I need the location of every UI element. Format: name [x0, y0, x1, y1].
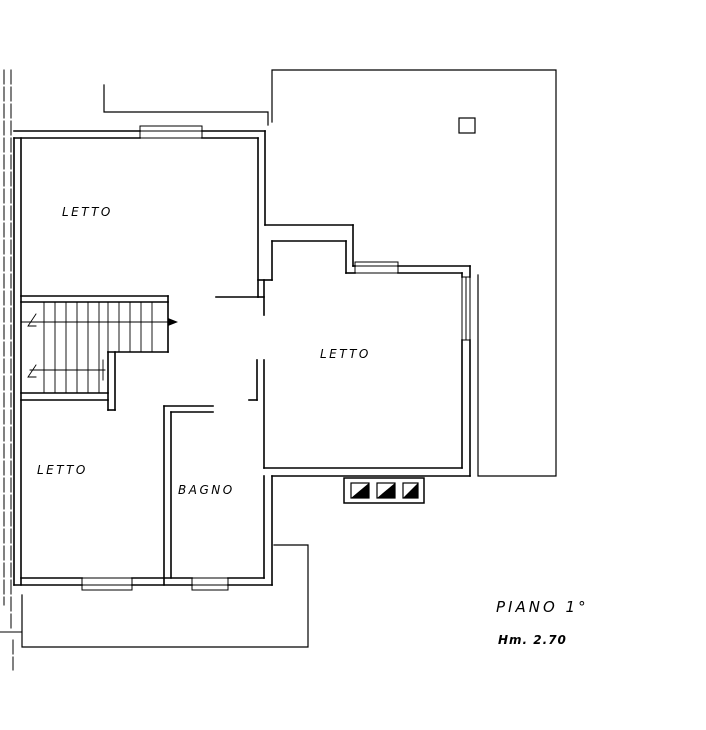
flue-3-icon	[403, 483, 418, 498]
ceiling-height: Hm. 2.70	[498, 633, 567, 647]
left-margin-lines	[3, 69, 14, 671]
room-label-bedroom-top-left: LETTO	[62, 205, 113, 219]
balcony-outline	[21, 544, 309, 648]
stair-arrow-icon	[168, 318, 178, 326]
room-label-bedroom-right: LETTO	[320, 347, 371, 361]
windows	[81, 125, 471, 591]
terrace-outline	[103, 69, 557, 477]
room-label-bedroom-bottom-left: LETTO	[37, 463, 88, 477]
room-label-bathroom: BAGNO	[178, 483, 235, 497]
exterior-walls	[13, 130, 471, 586]
flue-2-icon	[377, 483, 395, 498]
chimney-flues	[343, 477, 425, 504]
floor-title: PIANO 1°	[496, 598, 589, 616]
flue-1-icon	[351, 483, 369, 498]
terrace-square-icon	[458, 117, 476, 134]
staircase	[20, 301, 176, 394]
